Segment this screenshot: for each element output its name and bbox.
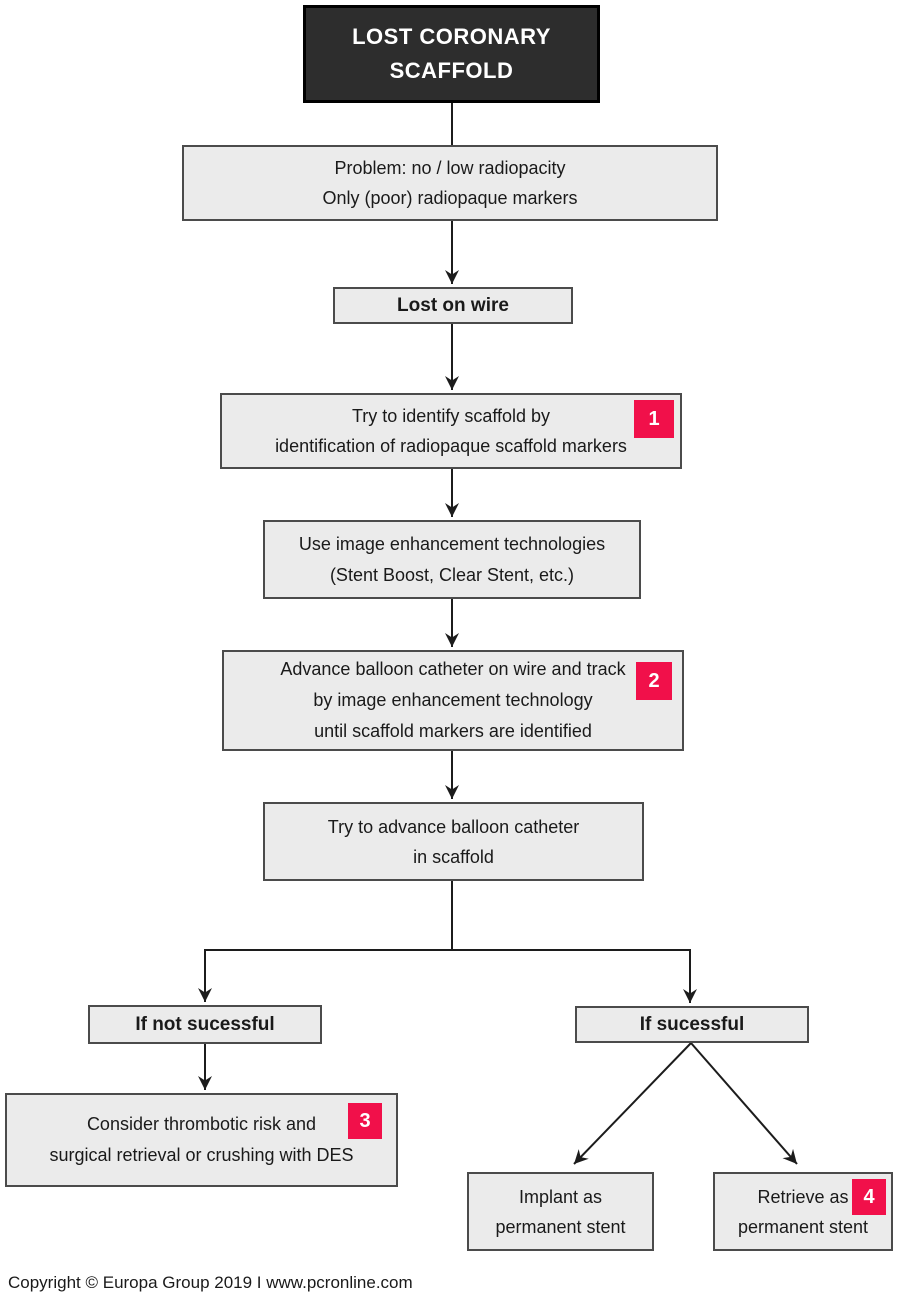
step-badge-1: 1: [634, 400, 674, 438]
step-badge-2: 2: [636, 662, 672, 700]
copyright-text: Copyright © Europa Group 2019 I www.pcro…: [8, 1273, 413, 1292]
flow-node-implant-permanent: Implant as permanent stent: [467, 1172, 654, 1251]
flow-node-title: LOST CORONARY SCAFFOLD: [303, 5, 600, 103]
retrieve-permanent-text: Retrieve as permanent stent: [737, 1186, 869, 1237]
identify-scaffold-text: Try to identify scaffold by identificati…: [275, 406, 627, 456]
flow-node-advance-in-scaffold: Try to advance balloon catheter in scaff…: [263, 802, 644, 881]
problem-text: Problem: no / low radiopacity Only (poor…: [322, 158, 578, 208]
if-successful-text: If sucessful: [639, 1013, 745, 1035]
flow-node-lost-on-wire: Lost on wire: [333, 287, 573, 324]
flow-node-consider-thrombotic-risk: Consider thrombotic risk and surgical re…: [5, 1093, 398, 1187]
flow-node-retrieve-permanent: Retrieve as permanent stent 4: [713, 1172, 893, 1251]
flow-node-if-successful: If sucessful: [575, 1006, 809, 1043]
advance-in-scaffold-text: Try to advance balloon catheter in scaff…: [327, 816, 580, 867]
implant-permanent-text: Implant as permanent stent: [495, 1186, 626, 1237]
if-not-successful-text: If not sucessful: [135, 1013, 275, 1035]
flow-node-if-not-successful: If not sucessful: [88, 1005, 322, 1044]
flow-node-advance-balloon-track: Advance balloon catheter on wire and tra…: [222, 650, 684, 751]
advance-balloon-track-text: Advance balloon catheter on wire and tra…: [280, 659, 626, 741]
connector-successful-to-implant: [573, 1042, 692, 1165]
lost-on-wire-text: Lost on wire: [397, 294, 509, 316]
step-badge-4: 4: [852, 1179, 886, 1215]
consider-thrombotic-risk-text: Consider thrombotic risk and surgical re…: [49, 1114, 354, 1165]
step-badge-3: 3: [348, 1103, 382, 1139]
image-enhancement-text: Use image enhancement technologies (Sten…: [298, 533, 606, 585]
flow-node-problem: Problem: no / low radiopacity Only (poor…: [182, 145, 718, 221]
connector-successful-to-retrieve: [690, 1042, 798, 1165]
flow-node-image-enhancement: Use image enhancement technologies (Sten…: [263, 520, 641, 599]
title-text: LOST CORONARY SCAFFOLD: [352, 24, 551, 83]
flow-node-identify-scaffold: Try to identify scaffold by identificati…: [220, 393, 682, 469]
